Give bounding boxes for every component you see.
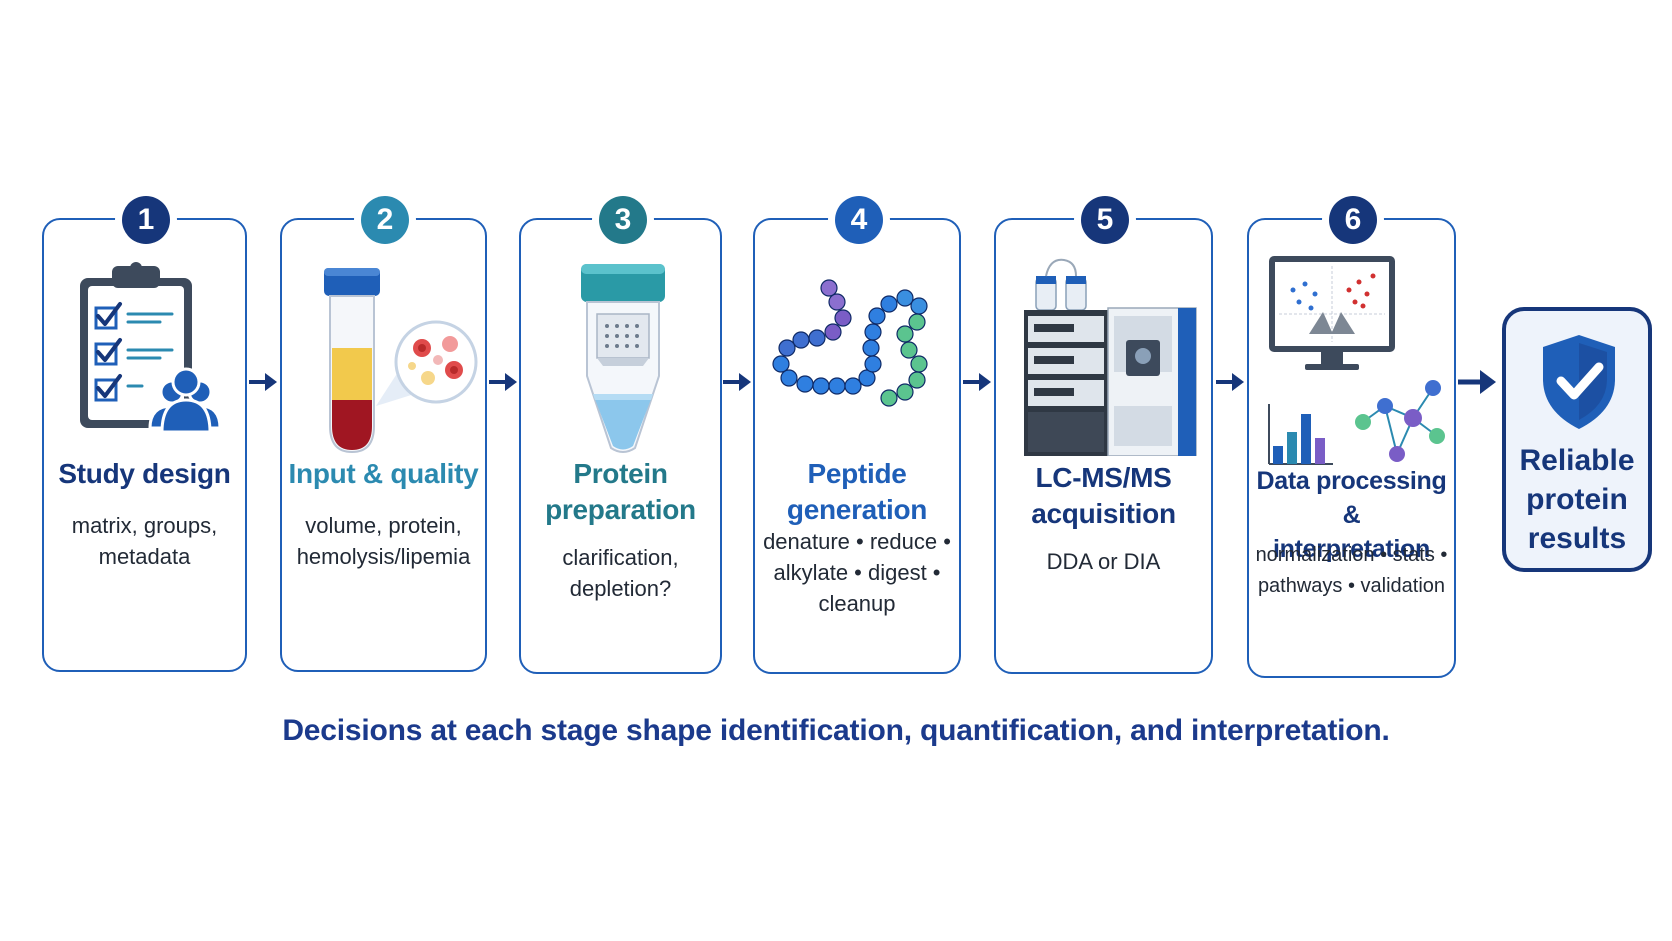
step-number-badge: 4 xyxy=(835,196,883,244)
stage-input-quality: 2 Input & quality volume, protein, hemol… xyxy=(280,196,487,672)
stage-study-design: 1 Study design xyxy=(42,196,247,672)
stage-description: matrix, groups, metadata xyxy=(71,513,218,569)
stage-description: denature • reduce • alkylate • digest • … xyxy=(763,529,951,616)
stage-description: DDA or DIA xyxy=(1046,549,1161,574)
stage-title: LC-MS/MS acquisition xyxy=(1031,462,1176,529)
step-number-badge: 6 xyxy=(1329,196,1377,244)
stage-description: normalization • stats • pathways • valid… xyxy=(1255,544,1448,597)
stage-peptide-generation: 4 Peptide generation denature • reduce •… xyxy=(753,196,961,674)
stage-title: Input & quality xyxy=(288,458,479,489)
stage-description: volume, protein, hemolysis/lipemia xyxy=(296,513,471,569)
stage-title: Study design xyxy=(58,458,231,489)
mass-spectrometer-icon xyxy=(1024,258,1197,456)
arrow-right-icon xyxy=(1458,370,1496,394)
stage-description: clarification, depletion? xyxy=(562,545,679,601)
stage-title: Protein preparation xyxy=(545,458,696,525)
stage-data-processing: 6 Data processing & interpretation xyxy=(1247,196,1456,678)
arrow-right-icon xyxy=(489,373,517,391)
diagram-caption: Decisions at each stage shape identifica… xyxy=(282,714,1390,747)
shield-check-icon xyxy=(1543,335,1615,429)
step-number-badge: 5 xyxy=(1081,196,1129,244)
arrow-right-icon xyxy=(249,373,277,391)
reliable-results-card: Reliable protein results xyxy=(1502,307,1652,572)
stage-lc-ms-ms-acquisition: 5 LC-MS/MS acquisition DDA or DIA xyxy=(994,196,1213,674)
clipboard-checklist-people-icon xyxy=(80,262,222,434)
arrow-right-icon xyxy=(1216,373,1244,391)
volcano-plot-network-icon xyxy=(1268,256,1445,465)
arrow-right-icon xyxy=(723,373,751,391)
filter-tube-icon xyxy=(581,264,665,453)
step-number-badge: 3 xyxy=(599,196,647,244)
stage-title: Peptide generation xyxy=(786,458,928,525)
step-number-badge: 2 xyxy=(361,196,409,244)
step-number-badge: 1 xyxy=(122,196,170,244)
final-result-title: Reliable protein results xyxy=(1519,444,1635,555)
peptide-chain-icon xyxy=(772,279,928,407)
blood-tube-microscopy-icon xyxy=(324,268,478,454)
stage-title: Data processing & interpretation xyxy=(1256,467,1447,563)
arrow-right-icon xyxy=(963,373,991,391)
stage-protein-preparation: 3 Protein preparation clarification, dep… xyxy=(519,196,722,674)
